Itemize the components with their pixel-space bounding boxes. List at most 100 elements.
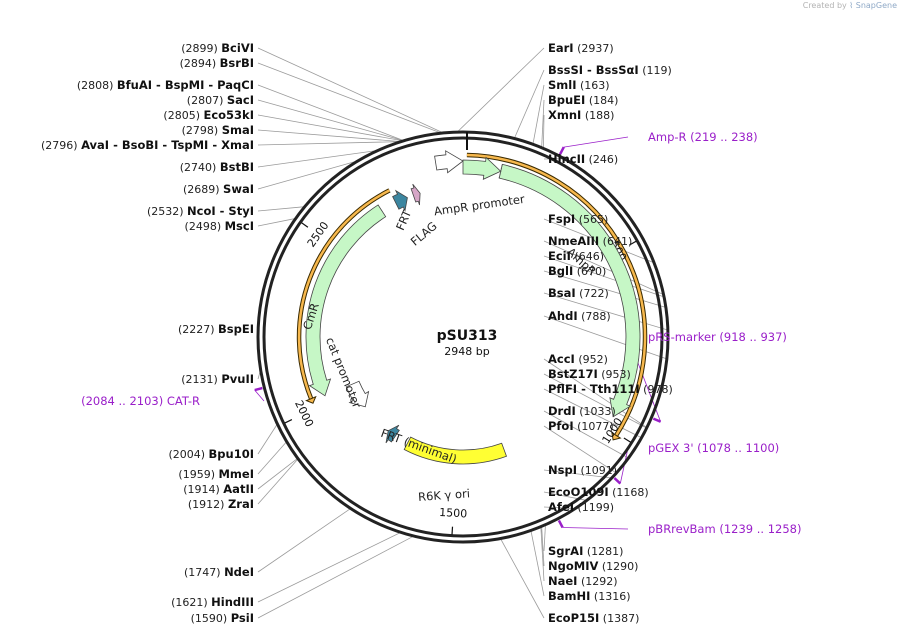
site-label-drdi[interactable]: DrdI (1033) <box>548 404 616 418</box>
feature-flag[interactable] <box>410 183 421 206</box>
site-label-bstbi[interactable]: (2740) BstBI <box>180 160 254 174</box>
site-label-bsrbi[interactable]: (2894) BsrBI <box>180 56 254 70</box>
feature-frt[interactable] <box>392 189 408 213</box>
primer-label-cat-r[interactable]: (2084 .. 2103) CAT-R <box>81 394 200 408</box>
site-label-nmeaiii[interactable]: NmeAIII (641) <box>548 234 632 248</box>
feature-label-flag: FLAG <box>408 219 440 249</box>
feature-boundary <box>498 164 503 179</box>
site-label-pvuii[interactable]: (2131) PvuII <box>181 372 254 386</box>
site-leader-ndei <box>257 508 351 573</box>
site-leader-drdi <box>543 410 630 459</box>
site-position: (1091) <box>577 464 617 477</box>
site-label-pfoi[interactable]: PfoI (1077) <box>548 419 614 433</box>
site-name: XmnI <box>548 108 581 122</box>
site-label-avai-bsobi-tspmi-xmai[interactable]: (2796) AvaI - BsoBI - TspMI - XmaI <box>41 138 254 152</box>
site-position: (184) <box>585 94 618 107</box>
site-label-nspi[interactable]: NspI (1091) <box>548 463 617 477</box>
feature-cmr[interactable] <box>305 204 387 397</box>
feature-r6k-ori[interactable] <box>403 436 508 465</box>
site-name: NaeI <box>548 574 577 588</box>
site-label-hindiii[interactable]: (1621) HindIII <box>171 595 254 609</box>
site-leader-lines <box>254 47 670 619</box>
site-position: (788) <box>578 310 611 323</box>
feature-frt-minimal[interactable] <box>385 424 400 444</box>
tick-1000 <box>623 437 632 443</box>
credit-brand: SnapGene <box>855 1 897 10</box>
site-label-smai[interactable]: (2798) SmaI <box>182 123 254 137</box>
site-name: BciVI <box>221 41 254 55</box>
site-name: MscI <box>225 219 254 233</box>
site-label-sgrai[interactable]: SgrAI (1281) <box>548 544 623 558</box>
site-label-bamhi[interactable]: BamHI (1316) <box>548 589 631 603</box>
site-label-bfuai-bspmi-paqci[interactable]: (2808) BfuAI - BspMI - PaqCI <box>77 78 254 92</box>
site-label-bpuei[interactable]: BpuEI (184) <box>548 93 618 107</box>
site-label-ncoi-styi[interactable]: (2532) NcoI - StyI <box>147 204 254 218</box>
site-position: (1077) <box>574 420 614 433</box>
site-label-swai[interactable]: (2689) SwaI <box>183 182 254 196</box>
primer-leader-pbrrevbam <box>562 527 629 530</box>
site-position: (952) <box>575 353 608 366</box>
site-label-ecii[interactable]: EciI (646) <box>548 249 604 263</box>
site-label-bspei[interactable]: (2227) BspEI <box>178 322 254 336</box>
site-name: AccI <box>548 352 575 366</box>
site-label-psii[interactable]: (1590) PsiI <box>191 611 254 625</box>
site-label-xmni[interactable]: XmnI (188) <box>548 108 614 122</box>
site-name: BglI <box>548 264 573 278</box>
site-label-ecop15i[interactable]: EcoP15I (1387) <box>548 611 639 625</box>
site-label-bstz17i[interactable]: BstZ17I (953) <box>548 367 631 381</box>
site-position: (246) <box>585 153 618 166</box>
primer-label-pbrrevbam[interactable]: pBRrevBam (1239 .. 1258) <box>648 522 801 536</box>
site-name: FspI <box>548 212 575 226</box>
site-label-pflfi-tth111i[interactable]: PflFI - Tth111I (978) <box>548 382 673 396</box>
site-name: EarI <box>548 41 574 55</box>
site-label-bsai[interactable]: BsaI (722) <box>548 286 609 300</box>
site-label-smli[interactable]: SmlI (163) <box>548 78 610 92</box>
backbone <box>256 130 670 544</box>
primer-mark-cat-r <box>254 386 263 392</box>
site-leader-eco53ki <box>257 114 402 141</box>
site-label-acci[interactable]: AccI (952) <box>548 352 608 366</box>
site-position: (1912) <box>188 498 228 511</box>
primer-label-prs-marker[interactable]: pRS-marker (918 .. 937) <box>648 330 787 344</box>
site-label-saci[interactable]: (2807) SacI <box>187 93 254 107</box>
feature-ampr-promoter[interactable] <box>462 156 502 180</box>
site-label-zrai[interactable]: (1912) ZraI <box>188 497 254 511</box>
site-label-ndei[interactable]: (1747) NdeI <box>184 565 254 579</box>
site-leader-nspi <box>543 469 614 479</box>
feature-ampr[interactable] <box>498 163 641 418</box>
site-name: BsrBI <box>220 56 254 70</box>
site-name: BpuEI <box>548 93 585 107</box>
site-label-ecoo109i[interactable]: EcoO109I (1168) <box>548 485 649 499</box>
site-label-bcivi[interactable]: (2899) BciVI <box>181 41 254 55</box>
primer-label-amp-r[interactable]: Amp-R (219 .. 238) <box>648 130 758 144</box>
site-label-mmei[interactable]: (1959) MmeI <box>178 467 254 481</box>
site-label-naei[interactable]: NaeI (1292) <box>548 574 618 588</box>
feature-ampr-promoter[interactable] <box>434 150 464 174</box>
feature-cat-promoter[interactable] <box>345 380 370 408</box>
site-name: AfeI <box>548 500 574 514</box>
site-leader-bpu10i <box>257 424 278 455</box>
site-position: (722) <box>576 287 609 300</box>
site-label-bgli[interactable]: BglI (670) <box>548 264 606 278</box>
backbone-outer-ring <box>256 130 670 544</box>
site-name: PvuII <box>221 372 254 386</box>
site-label-afei[interactable]: AfeI (1199) <box>548 500 614 514</box>
site-label-eco53ki[interactable]: (2805) Eco53kI <box>163 108 254 122</box>
primer-mark-prs-marker <box>652 417 662 423</box>
site-label-fspi[interactable]: FspI (565) <box>548 212 608 226</box>
feature-label-frt-minimal: FRT (minimal) <box>379 426 459 466</box>
site-position: (2227) <box>178 323 218 336</box>
site-label-aatii[interactable]: (1914) AatII <box>183 482 254 496</box>
site-position: (978) <box>640 383 673 396</box>
site-label-hincii[interactable]: HincII (246) <box>548 152 618 166</box>
site-label-ngomiv[interactable]: NgoMIV (1290) <box>548 559 638 573</box>
site-label-bsssi-bsss-i[interactable]: BssSI - BssSαI (119) <box>548 63 672 77</box>
site-label-bpu10i[interactable]: (2004) Bpu10I <box>168 447 254 461</box>
site-leader-sgrai <box>543 525 546 552</box>
feature-label-cat-promoter: cat promoter <box>323 335 364 410</box>
site-label-eari[interactable]: EarI (2937) <box>548 41 614 55</box>
site-label-ahdi[interactable]: AhdI (788) <box>548 309 611 323</box>
primer-label-pgex-3[interactable]: pGEX 3' (1078 .. 1100) <box>648 441 779 455</box>
site-position: (1959) <box>178 468 218 481</box>
site-label-msci[interactable]: (2498) MscI <box>185 219 254 233</box>
